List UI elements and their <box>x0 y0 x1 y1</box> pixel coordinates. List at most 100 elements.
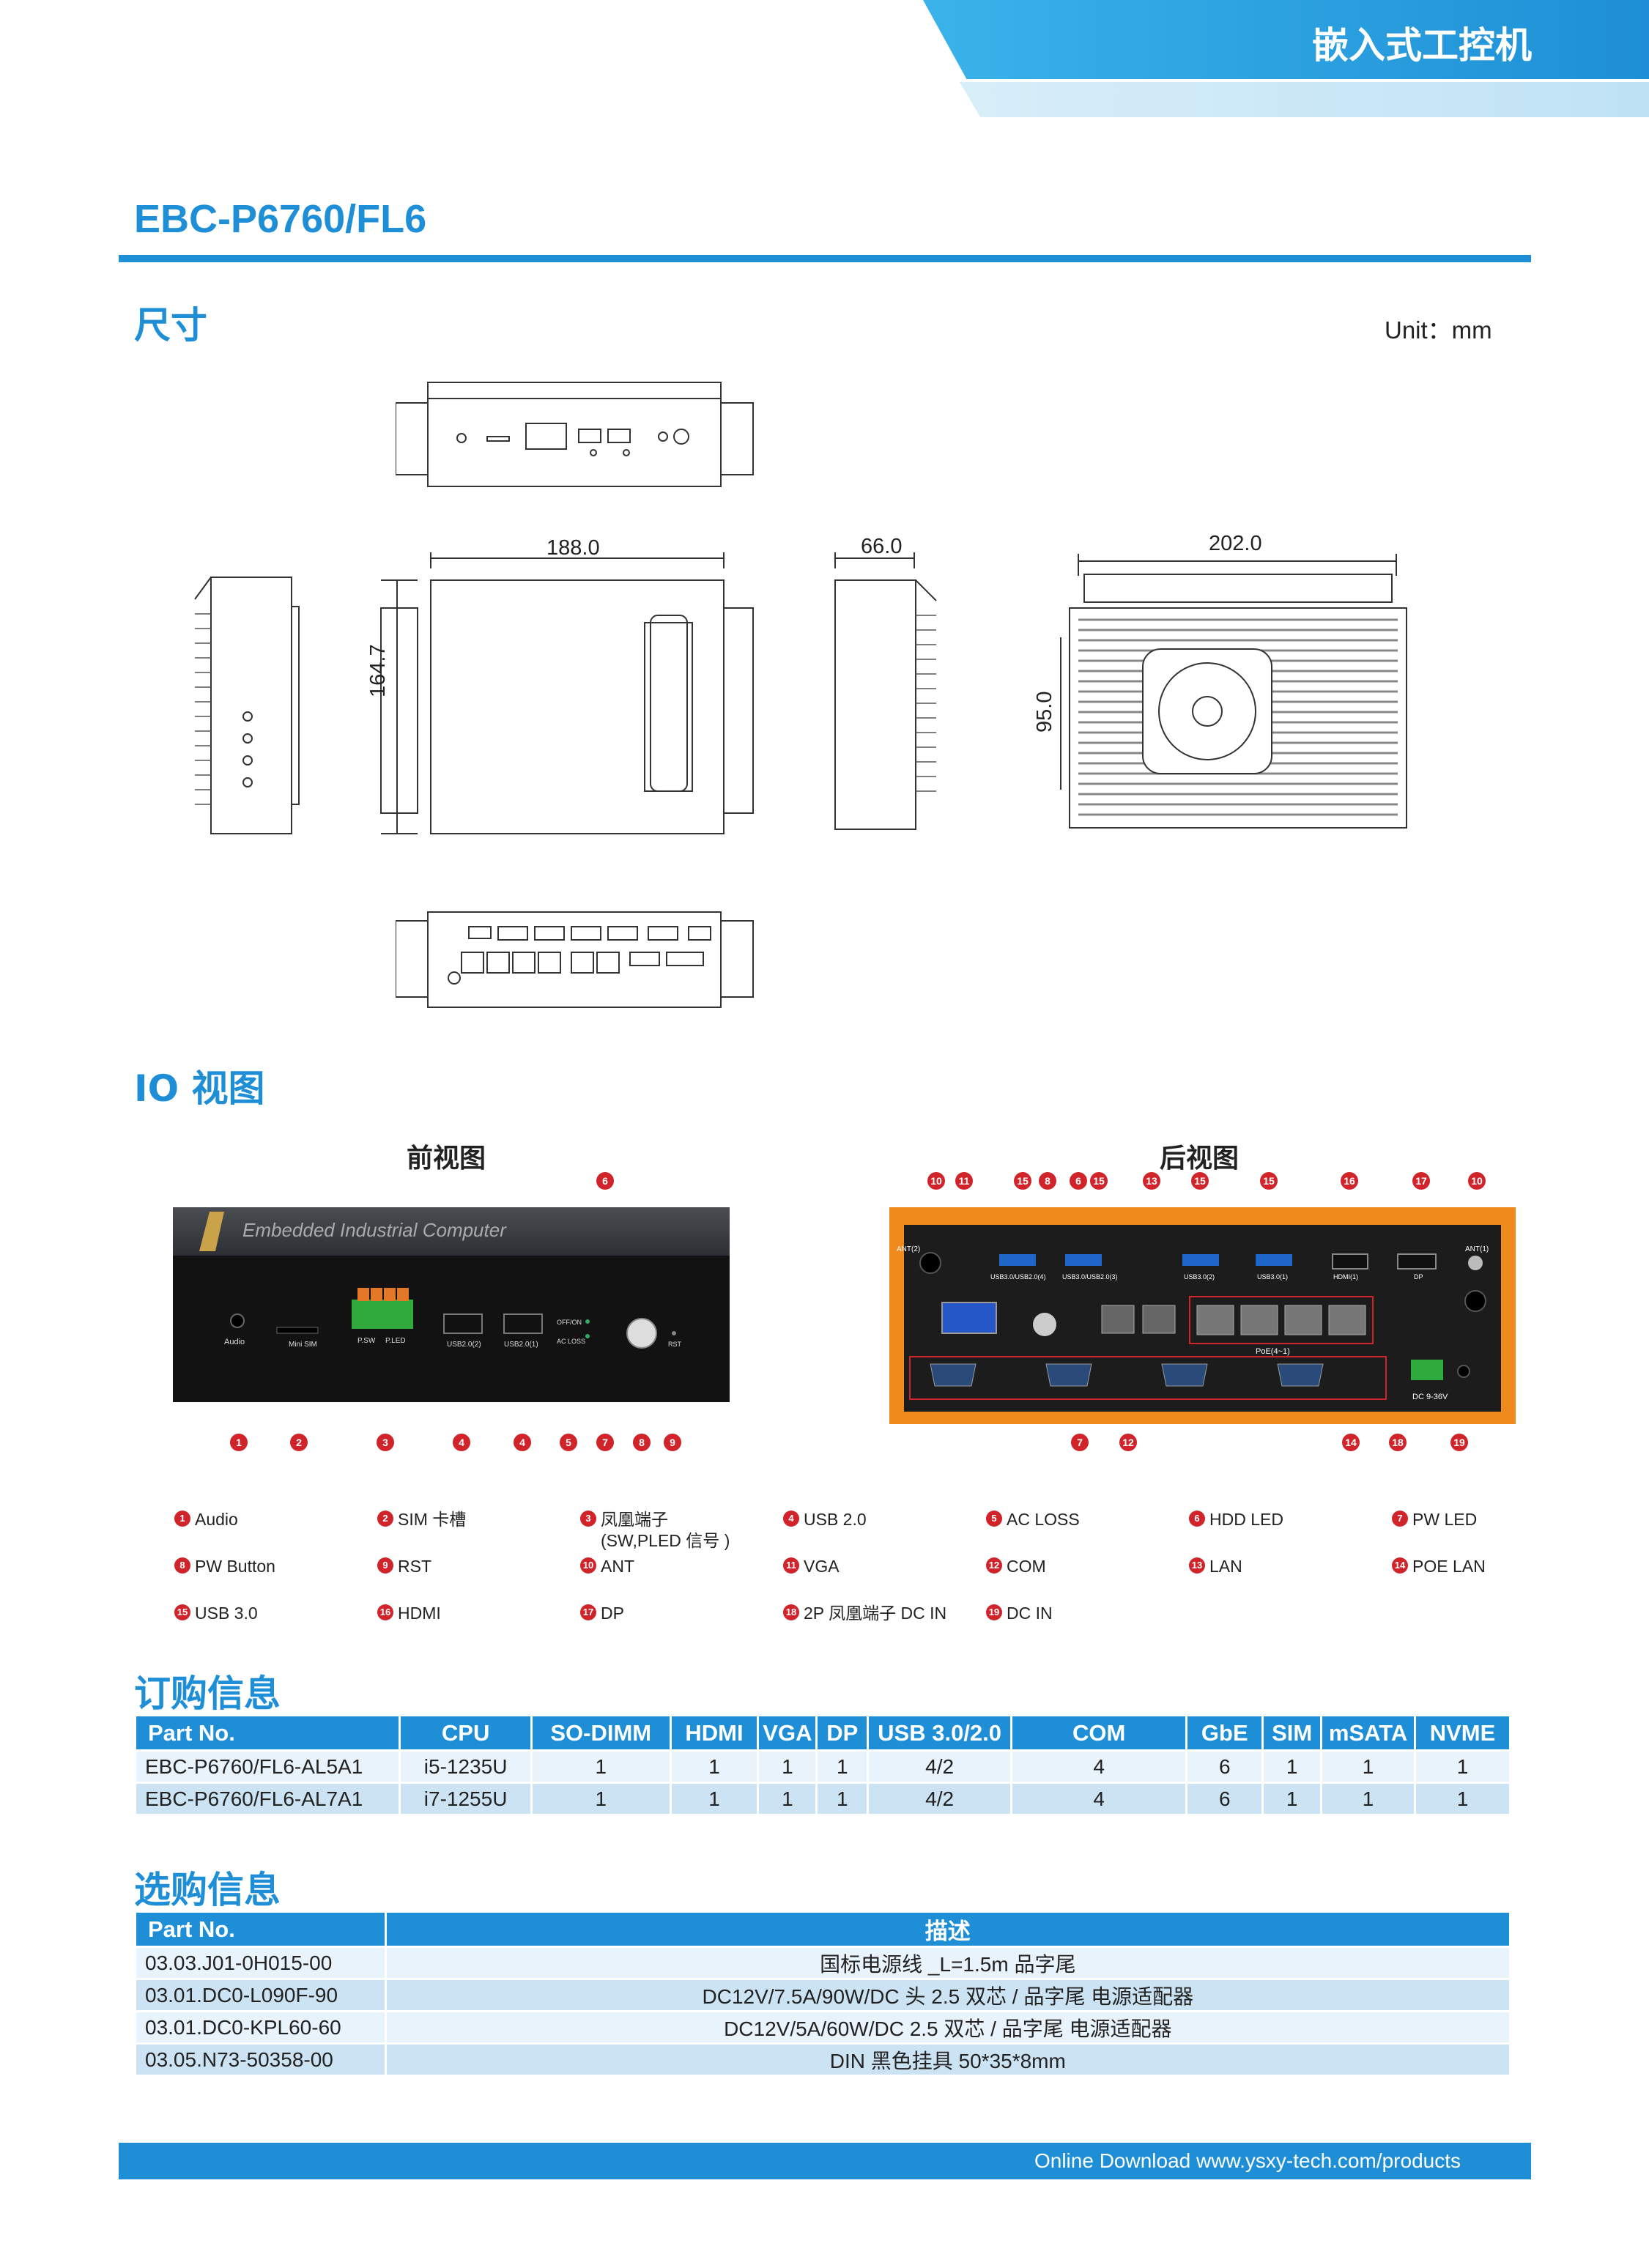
side-left-drawing <box>194 577 300 834</box>
table-cell: DIN 黑色挂具 50*35*8mm <box>384 2042 1512 2077</box>
callout-front-6: 6 <box>596 1172 614 1190</box>
main-view-drawing <box>380 552 754 834</box>
front-port-sim: Mini SIM <box>289 1341 317 1349</box>
section-io: IO 视图 <box>134 1067 265 1110</box>
col-header: VGA <box>757 1714 818 1752</box>
col-header: CPU <box>399 1714 533 1752</box>
col-header: 描述 <box>384 1911 1512 1948</box>
callout-rear-15b: 15 <box>1090 1172 1108 1190</box>
rear-port-usb-3: USB3.0/USB2.0(3) <box>1062 1273 1118 1281</box>
col-header: HDMI <box>669 1714 760 1752</box>
col-header: Part No. <box>133 1714 401 1752</box>
table-cell: 4/2 <box>867 1749 1012 1784</box>
unit-label: Unit：mm <box>1385 316 1492 344</box>
title-rule <box>119 255 1531 262</box>
front-port-offon: OFF/ON <box>557 1319 582 1326</box>
rear-panel-image: ANT(2) USB3.0/USB2.0(4) USB3.0/USB2.0(3)… <box>889 1207 1516 1424</box>
front-port-psw: P.SW <box>357 1337 376 1345</box>
header-subband <box>960 82 1649 117</box>
table-cell: i7-1255U <box>399 1782 533 1816</box>
category-title: 嵌入式工控机 <box>1312 24 1532 67</box>
table-cell: i5-1235U <box>399 1749 533 1784</box>
table-cell: 1 <box>815 1749 870 1784</box>
callout-front-8: 8 <box>633 1434 651 1451</box>
table-cell: 1 <box>669 1749 760 1784</box>
table-cell: 1 <box>530 1782 672 1816</box>
front-view-label: 前视图 <box>407 1144 486 1174</box>
callout-rear-10a: 10 <box>927 1172 945 1190</box>
col-header: COM <box>1009 1714 1188 1752</box>
section-dimensions: 尺寸 <box>134 304 207 346</box>
rear-view-label: 后视图 <box>1160 1144 1239 1174</box>
table-cell: 1 <box>1320 1749 1417 1784</box>
side-right-drawing <box>834 552 937 830</box>
rear-port-hdmi: HDMI(1) <box>1333 1273 1358 1281</box>
table-cell: 4 <box>1009 1749 1188 1784</box>
rear-port-usb3-1: USB3.0(1) <box>1257 1273 1288 1281</box>
col-header: GbE <box>1185 1714 1264 1752</box>
table-cell: 6 <box>1185 1749 1264 1784</box>
table-row: 03.01.DC0-KPL60-60 DC12V/5A/60W/DC 2.5 双… <box>134 2010 1512 2045</box>
table-cell: 1 <box>669 1782 760 1816</box>
callout-front-1: 1 <box>230 1434 248 1451</box>
rear-port-dp: DP <box>1414 1273 1423 1281</box>
col-header: DP <box>815 1714 870 1752</box>
table-row: EBC-P6760/FL6-AL7A1 i7-1255U 1 1 1 1 4/2… <box>133 1782 1511 1816</box>
col-header: Part No. <box>134 1911 387 1948</box>
table-cell: 1 <box>530 1749 672 1784</box>
callout-front-5: 5 <box>560 1434 577 1451</box>
front-port-usb2-1: USB2.0(1) <box>504 1341 538 1349</box>
rear-port-dcin: DC 9-36V <box>1412 1393 1448 1401</box>
table-cell: 1 <box>1261 1782 1323 1816</box>
table-cell: 03.03.J01-0H015-00 <box>134 1946 387 1980</box>
table-cell: 1 <box>815 1782 870 1816</box>
col-header: SO-DIMM <box>530 1714 672 1752</box>
table-cell: DC12V/7.5A/90W/DC 头 2.5 双芯 / 品字尾 电源适配器 <box>384 1978 1512 2012</box>
col-header: mSATA <box>1320 1714 1417 1752</box>
dim-top-height: 95.0 <box>1033 691 1056 733</box>
rear-port-usb-4: USB3.0/USB2.0(4) <box>990 1273 1046 1281</box>
table-row: 03.03.J01-0H015-00 国标电源线 _L=1.5m 品字尾 <box>134 1946 1512 1980</box>
callout-front-7: 7 <box>596 1434 614 1451</box>
dim-width: 188.0 <box>546 536 600 560</box>
callout-rear-12: 12 <box>1119 1434 1137 1451</box>
footer-link[interactable]: Online Download www.ysxy-tech.com/produc… <box>119 2143 1531 2179</box>
callout-rear-19: 19 <box>1450 1434 1468 1451</box>
callout-rear-13: 13 <box>1143 1172 1160 1190</box>
table-cell: 03.01.DC0-KPL60-60 <box>134 2010 387 2045</box>
table-row: 03.01.DC0-L090F-90 DC12V/7.5A/90W/DC 头 2… <box>134 1978 1512 2012</box>
callout-rear-14: 14 <box>1342 1434 1360 1451</box>
options-table: Part No. 描述 03.03.J01-0H015-00 国标电源线 _L=… <box>134 1911 1512 2077</box>
table-cell: 6 <box>1185 1782 1264 1816</box>
table-cell: 03.01.DC0-L090F-90 <box>134 1978 387 2012</box>
table-cell: 1 <box>1414 1749 1511 1784</box>
callout-front-4b: 4 <box>514 1434 531 1451</box>
callout-rear-15a: 15 <box>1014 1172 1031 1190</box>
callout-rear-11: 11 <box>955 1172 973 1190</box>
table-cell: 1 <box>757 1749 818 1784</box>
table-cell: 03.05.N73-50358-00 <box>134 2042 387 2077</box>
section-ordering: 订购信息 <box>134 1672 281 1715</box>
table-row: 03.05.N73-50358-00 DIN 黑色挂具 50*35*8mm <box>134 2042 1512 2077</box>
front-panel-image: Embedded Industrial Computer Audio Mini … <box>173 1207 730 1402</box>
callout-rear-8: 8 <box>1039 1172 1056 1190</box>
table-cell: 1 <box>1414 1782 1511 1816</box>
table-cell: 国标电源线 _L=1.5m 品字尾 <box>384 1946 1512 1980</box>
table-cell: DC12V/5A/60W/DC 2.5 双芯 / 品字尾 电源适配器 <box>384 2010 1512 2045</box>
table-cell: 4 <box>1009 1782 1188 1816</box>
front-port-pled: P.LED <box>385 1337 406 1345</box>
rear-port-ant1: ANT(1) <box>1465 1245 1489 1253</box>
